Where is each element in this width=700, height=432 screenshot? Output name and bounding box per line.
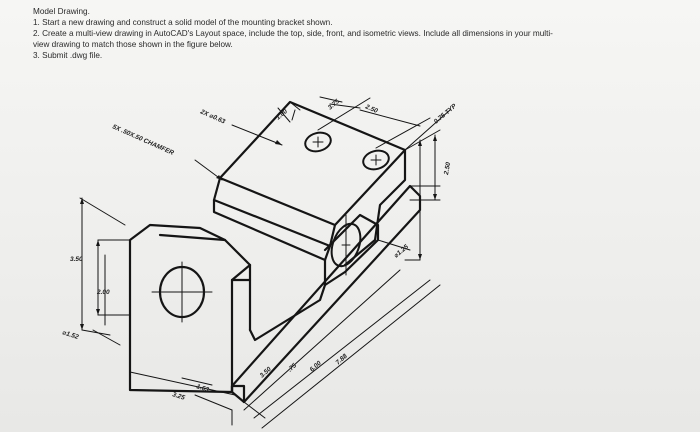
isometric-bracket-drawing: 5X .50X.50 CHAMFER 2X ⌀0.63 1.00 3.75 2.…: [61, 96, 459, 429]
dim-163: 1.63: [195, 383, 210, 394]
instructions-text: Model Drawing. 1. Start a new drawing an…: [33, 6, 693, 61]
dim-200: 2.00: [96, 289, 110, 296]
dim-075-typ: 0.75 TYP: [433, 102, 459, 125]
instruction-step-2: 2. Create a multi-view drawing in AutoCA…: [33, 29, 553, 38]
dim-hole-dia: 2X ⌀0.63: [198, 108, 226, 126]
dim-350: 3.50: [70, 256, 83, 263]
top-hole-left: [304, 131, 332, 153]
dim-600: 6.00: [309, 360, 323, 374]
dim-100: 1.00: [275, 108, 289, 122]
dim-chamfer: 5X .50X.50 CHAMFER: [111, 123, 175, 157]
front-upright: [128, 223, 252, 394]
top-hole-right: [362, 149, 390, 171]
instruction-step-3: 3. Submit .dwg file.: [33, 51, 103, 60]
arrowheads: [80, 135, 437, 330]
dim-375: 3.75: [327, 98, 341, 112]
dim-075-bottom: .75: [287, 362, 299, 374]
instruction-step-1: 1. Start a new drawing and construct a s…: [33, 18, 333, 27]
dim-250-right: 2.50: [443, 161, 452, 176]
instruction-step-2-cont: view drawing to match those shown in the…: [33, 40, 233, 49]
side-plate: [248, 213, 380, 342]
instructions-title: Model Drawing.: [33, 7, 90, 16]
dim-325: 3.25: [171, 391, 186, 402]
dim-152: ⌀1.52: [61, 329, 79, 341]
center-marks: [151, 136, 382, 323]
side-hole: [330, 222, 362, 268]
dimension-lines: [79, 96, 451, 429]
